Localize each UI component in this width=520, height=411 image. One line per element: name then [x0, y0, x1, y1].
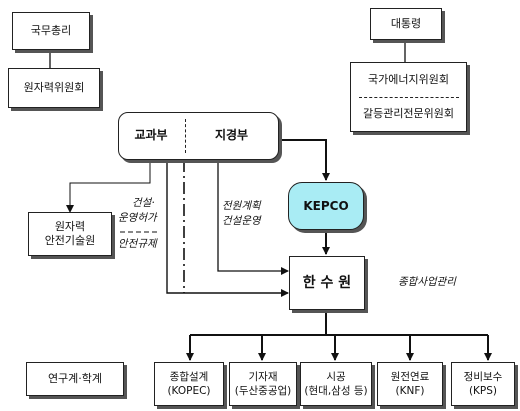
ministries-box: 교과부 지경부: [118, 112, 279, 160]
kins-box: 원자력 안전기술원: [28, 212, 112, 256]
president-box: 대통령: [370, 8, 442, 40]
energy-committee-label: 국가에너지위원회: [368, 72, 449, 86]
energy-committee-box: 국가에너지위원회 갈등관리전문위원회: [350, 62, 467, 132]
sub-3-line2: (현대,삼성 등): [304, 385, 368, 397]
sub-2-line1: 기자재: [248, 371, 278, 383]
research-box: 연구계·학계: [26, 362, 124, 396]
mest-label: 교과부: [134, 128, 168, 142]
subsidiary-doosan: 기자재 (두산중공업): [229, 362, 297, 406]
label-construction-line1: 건설·: [132, 197, 155, 209]
ministries-divider: [185, 119, 186, 153]
line-mest-solid-to-khnp: [166, 160, 289, 297]
prime-minister-box: 국무총리: [12, 12, 90, 50]
kins-line1: 원자력: [54, 220, 86, 233]
sub-4-line1: 원전연료: [390, 371, 430, 383]
subsidiary-kps: 정비보수 (KPS): [451, 362, 515, 406]
subsidiary-knf: 원전연료 (KNF): [377, 362, 443, 406]
label-general-management: 종합사업관리: [398, 276, 456, 288]
sub-5-line1: 정비보수: [463, 371, 503, 383]
subsidiary-kopec: 종합설계 (KOPEC): [154, 362, 224, 406]
khnp-box: 한 수 원: [289, 256, 365, 310]
sub-2-line2: (두산중공업): [234, 385, 292, 397]
sub-5-line2: (KPS): [468, 385, 498, 397]
nuclear-commission-box: 원자력위원회: [8, 68, 100, 108]
mke-label: 지경부: [214, 128, 249, 142]
kepco-box: KEPCO: [288, 182, 364, 230]
label-power-plan-line1: 전원계획: [222, 200, 261, 212]
sub-3-line1: 시공: [326, 371, 346, 383]
kins-line2: 안전기술원: [44, 234, 96, 247]
line-mke-to-kepco: [279, 139, 330, 181]
line-mke-to-khnp: [217, 160, 289, 275]
label-safety-regulation: 안전규제: [118, 238, 157, 250]
subsidiary-construction: 시공 (현대,삼성 등): [300, 362, 372, 406]
conflict-committee-label: 갈등관리전문위원회: [362, 107, 455, 121]
sub-1-line2: (KOPEC): [167, 385, 211, 397]
energy-committee-divider: [358, 96, 459, 98]
line-mest-to-kins: [66, 160, 151, 213]
label-power-plan-line2: 건설운영: [222, 215, 261, 227]
label-construction-line2: 운영허가: [118, 212, 157, 224]
sub-4-line2: (KNF): [395, 385, 425, 397]
sub-1-line1: 종합설계: [169, 371, 209, 383]
